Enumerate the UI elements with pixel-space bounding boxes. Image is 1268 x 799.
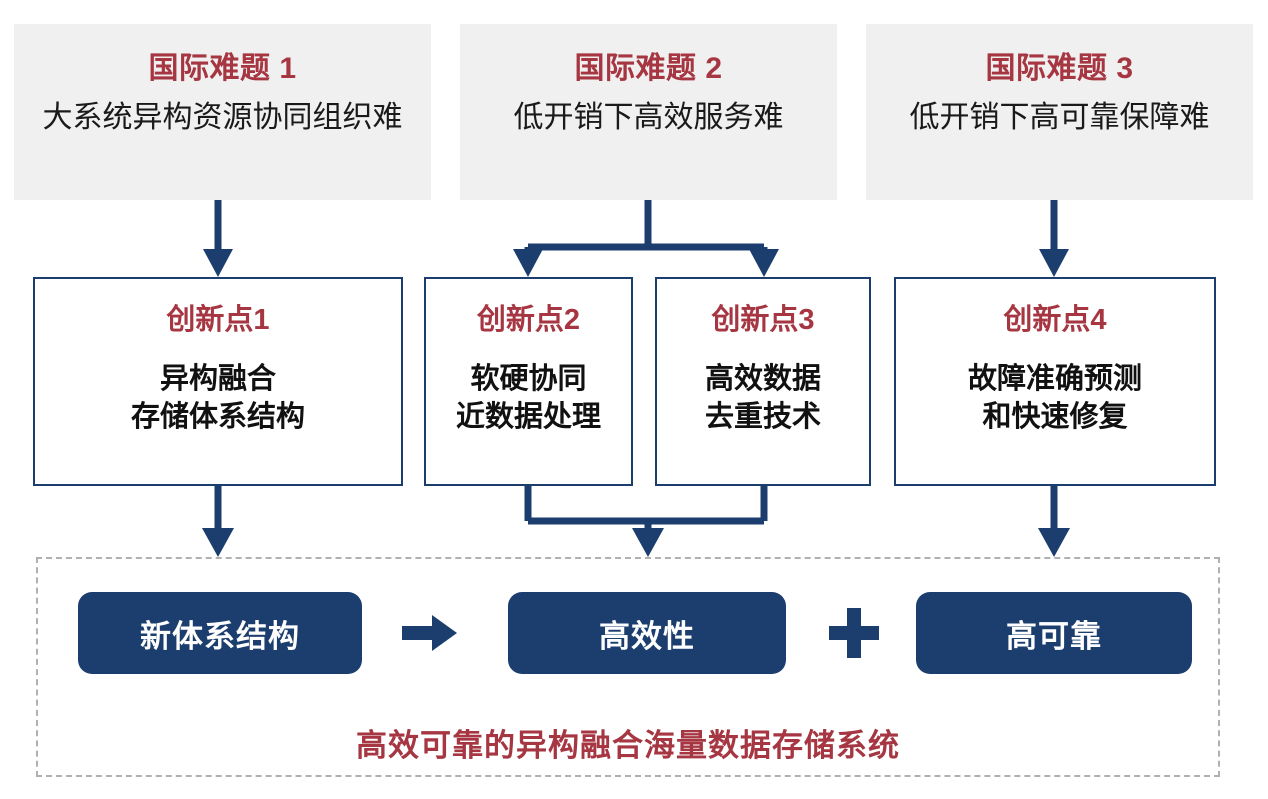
connector-innovation1-to-summary	[202, 486, 234, 557]
connector-challenge3-to-innovation4	[1039, 200, 1069, 277]
innovation-box-4: 创新点4 故障准确预测 和快速修复	[894, 277, 1216, 486]
challenge-description: 低开销下高效服务难	[513, 100, 784, 134]
challenge-description: 大系统异构资源协同组织难	[42, 100, 403, 134]
connector-challenge2-to-innovations	[513, 200, 779, 277]
innovation-body: 故障准确预测 和快速修复	[967, 362, 1142, 434]
challenge-box-1: 国际难题 1 大系统异构资源协同组织难	[14, 24, 431, 200]
result-pill-efficiency: 高效性	[508, 592, 786, 674]
summary-caption: 高效可靠的异构融合海量数据存储系统	[356, 728, 900, 763]
innovation-title: 创新点1	[166, 304, 270, 336]
result-pill-label: 新体系结构	[140, 618, 300, 654]
innovation-box-2: 创新点2 软硬协同 近数据处理	[424, 277, 633, 486]
innovation-body: 异构融合 存储体系结构	[130, 362, 305, 434]
connector-innovations23-to-summary	[524, 486, 768, 557]
challenge-title: 国际难题 1	[148, 52, 297, 85]
connector-innovation4-to-summary	[1038, 486, 1070, 557]
connector-challenge1-to-innovation1	[203, 200, 233, 277]
challenge-description: 低开销下高可靠保障难	[909, 100, 1210, 134]
challenge-title: 国际难题 2	[574, 52, 723, 85]
result-pill-label: 高可靠	[1006, 618, 1102, 654]
challenge-box-2: 国际难题 2 低开销下高效服务难	[460, 24, 837, 200]
innovation-box-1: 创新点1 异构融合 存储体系结构	[33, 277, 403, 486]
innovation-body: 软硬协同 近数据处理	[455, 362, 601, 434]
innovation-title: 创新点4	[1003, 304, 1107, 336]
result-pill-label: 高效性	[599, 618, 695, 654]
result-pill-reliability: 高可靠	[916, 592, 1192, 674]
challenge-title: 国际难题 3	[985, 52, 1134, 85]
plus-icon	[822, 606, 886, 660]
innovation-title: 创新点2	[476, 304, 581, 336]
challenge-box-3: 国际难题 3 低开销下高可靠保障难	[866, 24, 1253, 200]
arrow-right-icon	[398, 608, 462, 658]
innovation-title: 创新点3	[711, 304, 815, 336]
innovation-box-3: 创新点3 高效数据 去重技术	[655, 277, 871, 486]
result-pill-architecture: 新体系结构	[78, 592, 362, 674]
summary-region	[36, 557, 1220, 777]
innovation-body: 高效数据 去重技术	[704, 362, 821, 434]
